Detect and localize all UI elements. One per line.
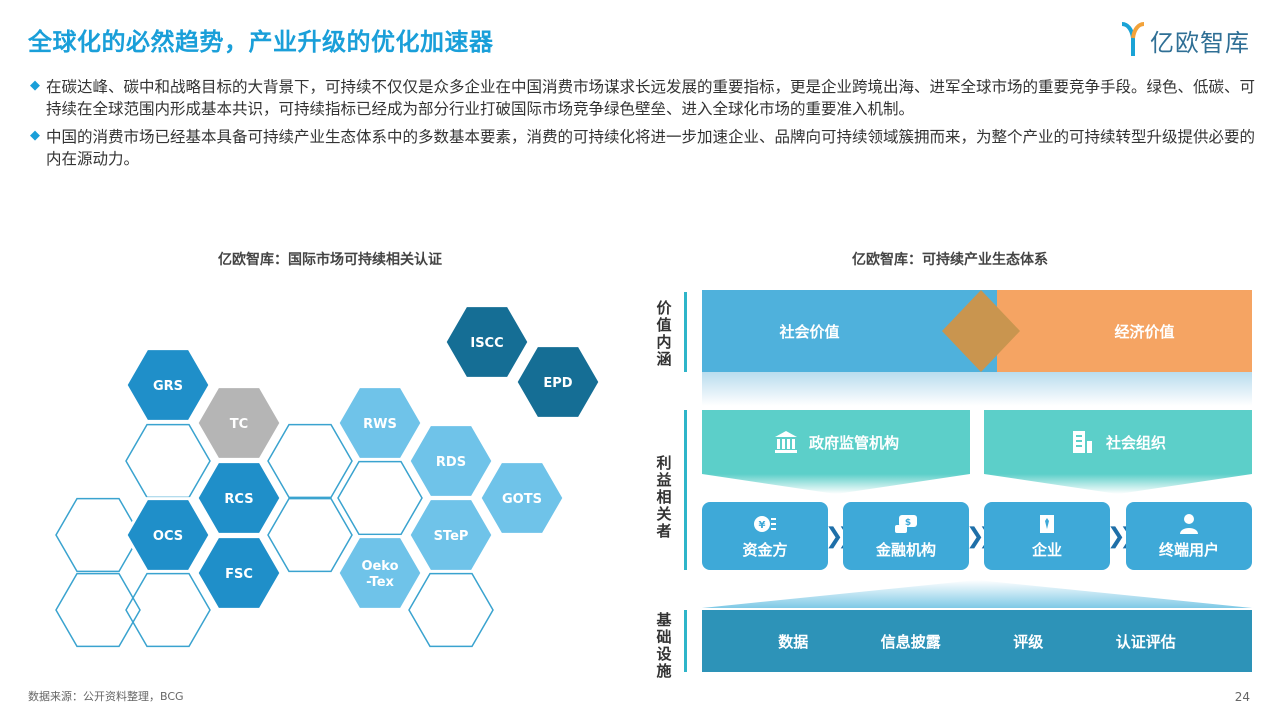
- bullet-text: 在碳达峰、碳中和战略目标的大背景下，可持续不仅仅是众多企业在中国消费市场谋求长远…: [46, 78, 1256, 118]
- row-label-value-text: 价值内涵: [656, 299, 672, 368]
- certification-label: FSC: [225, 567, 253, 582]
- certification-label: Oeko-Tex: [361, 559, 398, 590]
- certification-label: EPD: [543, 376, 572, 391]
- down-arrow: [702, 474, 970, 494]
- empty-hex: [125, 423, 211, 499]
- infrastructure-item: 评级: [1013, 632, 1044, 651]
- infrastructure-fade: [702, 580, 1252, 608]
- certification-hex: [478, 460, 566, 536]
- user-icon: [1180, 513, 1198, 534]
- stakeholder-enterprise: 企业: [984, 502, 1110, 570]
- row-divider: [684, 610, 687, 672]
- value-fade: [702, 372, 1252, 406]
- bullet-item: ◆ 在碳达峰、碳中和战略目标的大背景下，可持续不仅仅是众多企业在中国消费市场谋求…: [30, 76, 1255, 120]
- certification-label: GRS: [153, 379, 183, 394]
- infrastructure-item: 信息披露: [880, 632, 941, 651]
- stakeholder-end-user: 终端用户: [1126, 502, 1252, 570]
- stakeholder-group-label: 政府监管机构: [808, 433, 899, 452]
- bullet-item: ◆ 中国的消费市场已经基本具备可持续产业生态体系中的多数基本要素，消费的可持续化…: [30, 126, 1255, 170]
- page-title: 全球化的必然趋势，产业升级的优化加速器: [28, 28, 494, 56]
- bullet-text: 中国的消费市场已经基本具备可持续产业生态体系中的多数基本要素，消费的可持续化将进…: [46, 128, 1256, 168]
- stakeholder-group-government: 政府监管机构: [702, 410, 970, 474]
- certification-hex: [407, 497, 495, 573]
- certification-hex: [195, 535, 283, 611]
- certification-hex: [514, 344, 602, 420]
- logo: 亿欧智库: [1120, 20, 1250, 60]
- certification-hex: [336, 535, 424, 611]
- empty-hex: [267, 423, 353, 499]
- row-label-value: 价值内涵: [652, 300, 676, 368]
- row-divider: [684, 410, 687, 570]
- office-building-icon: [1072, 431, 1092, 453]
- empty-hex: [337, 460, 423, 536]
- logo-text: 亿欧智库: [1150, 28, 1250, 57]
- certification-label: RWS: [363, 417, 397, 432]
- bullet-list: ◆ 在碳达峰、碳中和战略目标的大背景下，可持续不仅仅是众多企业在中国消费市场谋求…: [30, 76, 1255, 176]
- stakeholder-financial-institution: $ 金融机构: [843, 502, 969, 570]
- certification-hex: [336, 385, 424, 461]
- certification-hex: [124, 347, 212, 423]
- empty-hex: [55, 497, 141, 573]
- stakeholder-funder: ¥ 资金方: [702, 502, 828, 570]
- certification-label: ISCC: [470, 336, 503, 351]
- certification-hex: [124, 497, 212, 573]
- diamond-bullet-icon: ◆: [30, 78, 40, 93]
- certification-label: RCS: [224, 492, 253, 507]
- infrastructure-band: 数据 信息披露 评级 认证评估: [702, 610, 1252, 672]
- enterprise-icon: [1040, 514, 1054, 533]
- stakeholder-label: 终端用户: [1158, 540, 1219, 559]
- certification-label: STeP: [434, 529, 469, 544]
- row-label-stakeholders-text: 利益相关者: [656, 454, 672, 540]
- certification-label: OCS: [153, 529, 183, 544]
- economic-value: 经济价值: [997, 290, 1252, 372]
- empty-hex: [408, 572, 494, 648]
- ecosystem-panel-title: 亿欧智库：可持续产业生态体系: [852, 252, 1048, 268]
- row-label-infrastructure-text: 基础设施: [656, 611, 672, 680]
- money-bag-icon: ¥: [754, 515, 776, 532]
- empty-hex: [267, 497, 353, 573]
- diamond-bullet-icon: ◆: [30, 128, 40, 143]
- empty-hex: [55, 572, 141, 648]
- certification-label: TC: [230, 417, 248, 432]
- row-label-stakeholders: 利益相关者: [652, 455, 676, 540]
- logo-mark-icon: [1121, 22, 1145, 56]
- certification-hex-map: GRS OCS TC RCS FSC RWS Oeko-Tex RDS STeP GOTS ISCC…: [55, 304, 602, 648]
- row-divider: [684, 292, 687, 372]
- infrastructure-item: 数据: [778, 632, 809, 651]
- infrastructure-item: 认证评估: [1115, 632, 1176, 651]
- finance-chat-icon: $: [895, 514, 917, 533]
- certification-hex: [195, 385, 283, 461]
- stakeholder-label: 金融机构: [875, 540, 936, 559]
- stakeholder-label: 资金方: [742, 540, 788, 559]
- empty-hex: [125, 572, 211, 648]
- svg-text:¥: ¥: [759, 520, 766, 531]
- stakeholder-group-label: 社会组织: [1105, 433, 1166, 452]
- down-arrow: [984, 474, 1252, 494]
- page-number: 24: [1234, 690, 1250, 704]
- row-label-infrastructure: 基础设施: [652, 612, 676, 680]
- certification-panel-title: 亿欧智库：国际市场可持续相关认证: [218, 252, 442, 268]
- stakeholder-label: 企业: [1031, 540, 1062, 559]
- government-building-icon: [774, 431, 797, 453]
- stakeholder-group-social: 社会组织: [984, 410, 1252, 474]
- certification-label: GOTS: [502, 492, 542, 507]
- certification-label: RDS: [436, 455, 466, 470]
- svg-text:$: $: [905, 518, 911, 528]
- data-source: 数据来源：公开资料整理，BCG: [28, 690, 184, 703]
- certification-hex: [443, 304, 531, 380]
- value-band: 社会价值 经济价值: [702, 290, 1252, 372]
- certification-hex: [195, 460, 283, 536]
